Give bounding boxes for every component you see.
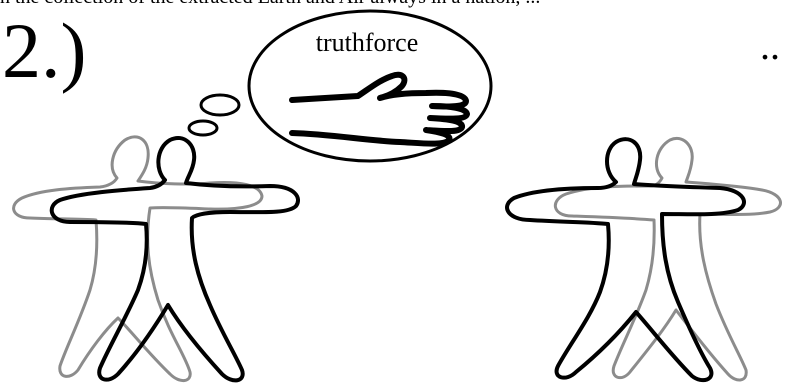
right-person bbox=[507, 139, 744, 380]
right-person-shadow bbox=[555, 138, 780, 380]
thought-bubble-dot-small bbox=[189, 121, 217, 135]
left-person bbox=[52, 138, 298, 380]
hand-icon bbox=[292, 75, 467, 144]
thought-bubble-label: truthforce bbox=[292, 28, 442, 58]
thought-bubble-dot-large bbox=[201, 95, 239, 115]
left-person-shadow bbox=[14, 137, 262, 381]
